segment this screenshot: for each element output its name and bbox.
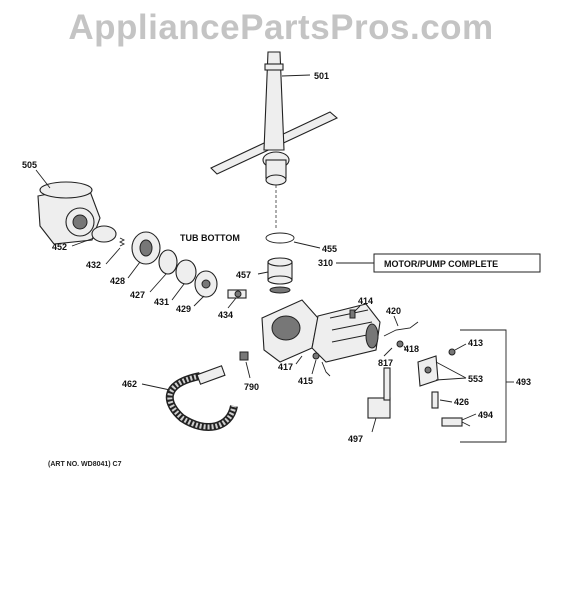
- link-426: [431, 391, 439, 409]
- callout-418: 418: [404, 344, 419, 354]
- housing-505: [37, 181, 101, 245]
- callout-455: 455: [322, 244, 337, 254]
- motor-pump-assembly: [261, 299, 381, 363]
- group-bracket-493: [460, 329, 507, 443]
- callout-457: 457: [236, 270, 251, 280]
- rod-420: [383, 321, 419, 337]
- callout-452: 452: [52, 242, 67, 252]
- callout-494: 494: [478, 410, 493, 420]
- art-number: (ART NO. WD8041) C7: [48, 461, 122, 468]
- callout-817: 817: [378, 358, 393, 368]
- nut-790: [239, 351, 249, 361]
- callout-501: 501: [314, 71, 329, 81]
- callout-310: 310: [318, 258, 333, 268]
- motor-pump-label: MOTOR/PUMP COMPLETE: [384, 259, 498, 269]
- callout-432: 432: [86, 260, 101, 270]
- impeller-428: [131, 231, 161, 265]
- motor-wires: [321, 361, 331, 377]
- gasket-431: [175, 259, 197, 285]
- callout-493: 493: [516, 377, 531, 387]
- callout-434: 434: [218, 310, 233, 320]
- solenoid-497: [367, 367, 391, 419]
- clip-418: [396, 340, 404, 348]
- washer-415: [312, 352, 320, 360]
- tub-bottom-label: TUB BOTTOM: [180, 233, 240, 243]
- watermark-logo: AppliancePartsPros.com: [68, 8, 494, 47]
- callout-428: 428: [110, 276, 125, 286]
- spring-432: [118, 237, 126, 247]
- switch-494: [441, 417, 471, 427]
- callout-790: 790: [244, 382, 259, 392]
- screw-414: [349, 309, 356, 319]
- bracket-553: [417, 355, 439, 387]
- pin-413: [448, 348, 456, 356]
- ring-455: [265, 232, 295, 244]
- clamp-452: [91, 225, 117, 243]
- callout-415: 415: [298, 376, 313, 386]
- callout-462: 462: [122, 379, 137, 389]
- callout-414: 414: [358, 296, 373, 306]
- callout-426: 426: [454, 397, 469, 407]
- hose-462: [165, 365, 238, 431]
- seal-427: [158, 249, 178, 275]
- callout-427: 427: [130, 290, 145, 300]
- plate-429: [194, 270, 218, 298]
- callout-553: 553: [468, 374, 483, 384]
- spray-arm-501: [210, 51, 339, 230]
- callout-417: 417: [278, 362, 293, 372]
- callout-420: 420: [386, 306, 401, 316]
- callout-429: 429: [176, 304, 191, 314]
- collar-457: [267, 257, 293, 294]
- callout-431: 431: [154, 297, 169, 307]
- callout-505: 505: [22, 160, 37, 170]
- leader-501: [281, 74, 311, 77]
- fitting-434: [227, 289, 247, 299]
- callout-497: 497: [348, 434, 363, 444]
- callout-413: 413: [468, 338, 483, 348]
